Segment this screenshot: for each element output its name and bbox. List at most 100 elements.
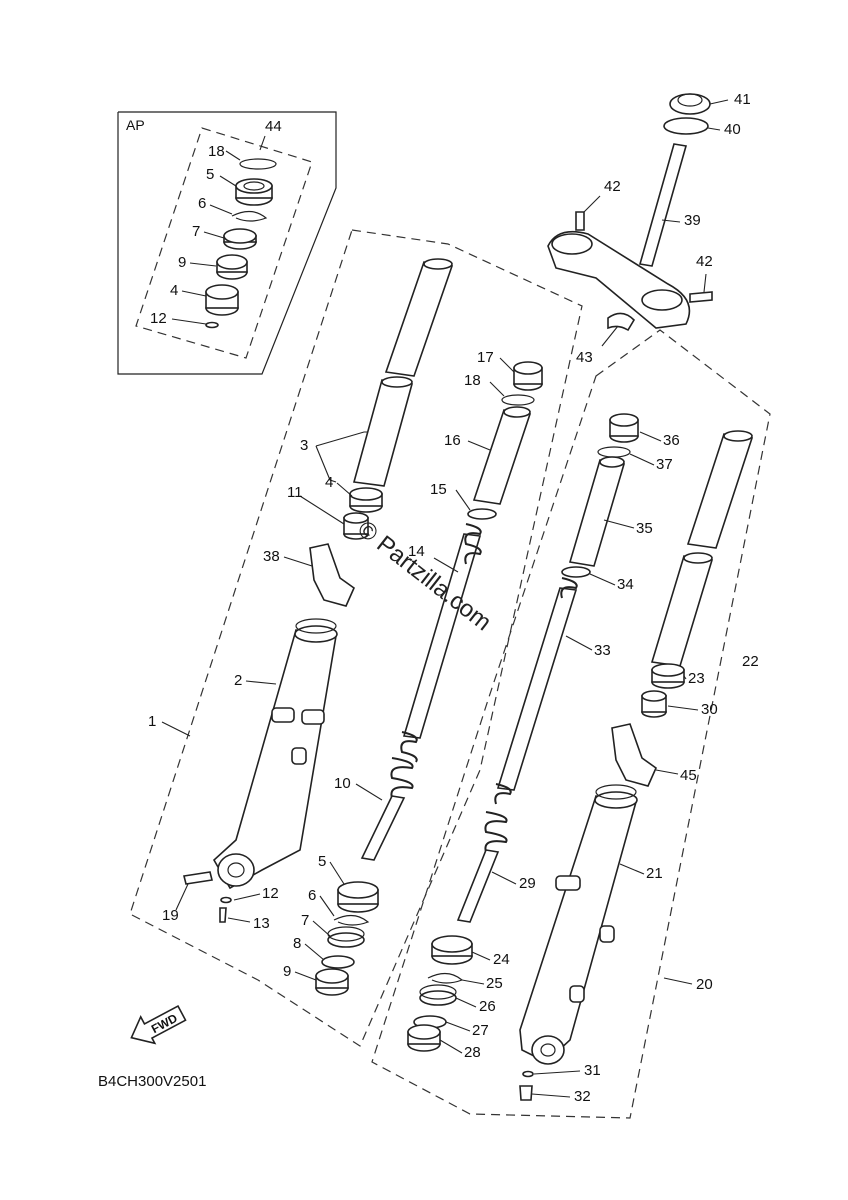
- callout-37: 37: [656, 456, 673, 473]
- washer-15: [467, 508, 497, 520]
- leader-lines: [161, 99, 729, 1098]
- callout-26: 26: [479, 998, 496, 1015]
- callout-numbers: 4140423942431718161514363735343322233045…: [148, 91, 759, 1105]
- callout-44: 44: [265, 118, 282, 135]
- bolt-32: [519, 1085, 533, 1101]
- callout-10: 10: [334, 775, 351, 792]
- fork-spring-14: [400, 523, 482, 763]
- callout-42: 42: [604, 178, 621, 195]
- callout-18: 18: [208, 143, 225, 160]
- callout-16: 16: [444, 432, 461, 449]
- bushing-4-ap: [205, 284, 239, 316]
- callout-35: 35: [636, 520, 653, 537]
- oil-seal-5-left: [337, 881, 379, 913]
- washer-26: [419, 984, 457, 1006]
- bushing-11-left: [343, 512, 369, 540]
- race-40: [663, 117, 709, 135]
- washer-34: [561, 566, 591, 578]
- inner-tube-22: [650, 552, 714, 667]
- fork-spring-33: [494, 577, 578, 805]
- callout-23: 23: [688, 670, 705, 687]
- callout-17: 17: [477, 349, 494, 366]
- bolt-42-top: [575, 211, 585, 231]
- callout-28: 28: [464, 1044, 481, 1061]
- washer-7-left: [327, 926, 365, 948]
- cap-bolt-17: [513, 361, 543, 391]
- cap-bolt-36: [609, 413, 639, 443]
- fork-guard-45: [611, 723, 657, 787]
- bushing-23: [651, 663, 685, 689]
- callout-7: 7: [192, 223, 200, 240]
- gasket-12-ap: [205, 321, 219, 329]
- diagram-code: B4CH300V2501: [98, 1073, 206, 1090]
- callout-21: 21: [646, 865, 663, 882]
- bushing-9-ap: [216, 254, 248, 280]
- o-ring-18-ap: [239, 158, 277, 170]
- callout-30: 30: [701, 701, 718, 718]
- callout-12: 12: [150, 310, 167, 327]
- callout-19: 19: [162, 907, 179, 924]
- outer-tube-21: [519, 784, 638, 1065]
- callout-24: 24: [493, 951, 510, 968]
- left-fork-boundary: [129, 229, 583, 1047]
- outer-inner-tube-3: [352, 376, 414, 487]
- bushing-28: [407, 1024, 441, 1052]
- oil-seal-5-ap: [235, 178, 273, 206]
- callout-29: 29: [519, 875, 536, 892]
- callout-38: 38: [263, 548, 280, 565]
- cylinder-comp-10: [360, 757, 414, 861]
- callout-12: 12: [262, 885, 279, 902]
- callout-45: 45: [680, 767, 697, 784]
- spacer-35: [568, 456, 626, 567]
- callout-11: 11: [287, 484, 303, 501]
- callout-4: 4: [325, 474, 333, 491]
- outer-tube-2: [212, 618, 338, 890]
- callout-5: 5: [206, 166, 214, 183]
- gasket-31: [522, 1070, 534, 1078]
- callout-15: 15: [430, 481, 447, 498]
- right-fork-boundary: [371, 329, 771, 1119]
- callout-14: 14: [408, 543, 425, 560]
- bolt-42-side: [689, 291, 713, 303]
- cylinder-comp-29: [456, 811, 508, 923]
- bolt-13: [219, 907, 227, 923]
- spacer-16: [472, 406, 532, 505]
- callout-8: 8: [293, 935, 301, 952]
- callout-13: 13: [253, 915, 270, 932]
- inner-tube-right-top: [686, 430, 754, 549]
- callout-9: 9: [283, 963, 291, 980]
- callout-20: 20: [696, 976, 713, 993]
- callout-1: 1: [148, 713, 156, 730]
- callout-2: 2: [234, 672, 242, 689]
- bushing-9-left: [315, 968, 349, 996]
- callout-41: 41: [734, 91, 751, 108]
- callout-7: 7: [301, 912, 309, 929]
- gasket-12-left: [220, 896, 232, 904]
- callout-6: 6: [198, 195, 206, 212]
- callout-40: 40: [724, 121, 741, 138]
- callout-4: 4: [170, 282, 178, 299]
- callout-36: 36: [663, 432, 680, 449]
- washer-7-ap: [223, 228, 257, 250]
- clip-6-left: [333, 914, 370, 926]
- bushing-4-left: [349, 487, 383, 513]
- oil-seal-24: [431, 935, 473, 965]
- inner-tube-left: [384, 258, 454, 377]
- fork-guard-38: [309, 543, 355, 607]
- callout-31: 31: [584, 1062, 601, 1079]
- inset-label: AP: [126, 117, 145, 133]
- callout-34: 34: [617, 576, 634, 593]
- callout-39: 39: [684, 212, 701, 229]
- callout-6: 6: [308, 887, 316, 904]
- callout-43: 43: [576, 349, 593, 366]
- callout-42: 42: [696, 253, 713, 270]
- bushing-30: [641, 690, 667, 718]
- bushing-8-left: [321, 955, 355, 969]
- callout-18: 18: [464, 372, 481, 389]
- callout-33: 33: [594, 642, 611, 659]
- holder-43: [607, 312, 636, 332]
- callout-27: 27: [472, 1022, 489, 1039]
- callout-32: 32: [574, 1088, 591, 1105]
- callout-25: 25: [486, 975, 503, 992]
